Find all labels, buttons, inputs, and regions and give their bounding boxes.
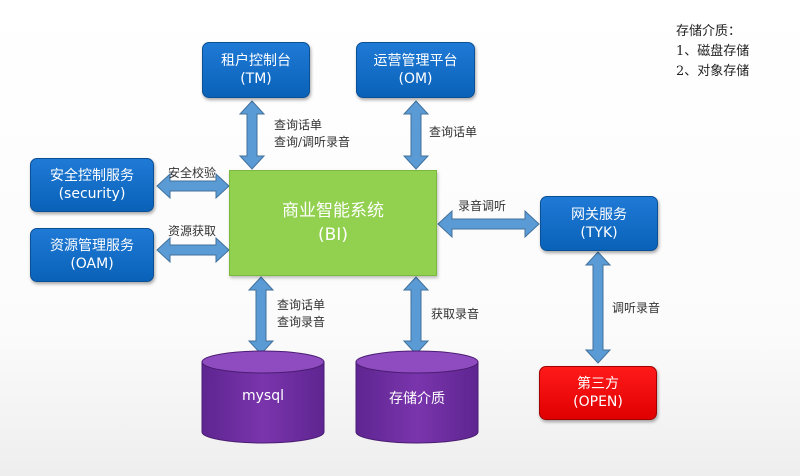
tyk-node-title: 网关服务 [571,206,627,223]
note-item: 1、磁盘存储 [676,44,750,59]
edge-label-tyk-bi: 录音调听 [458,198,506,215]
bi-node-title: 商业智能系统 [282,201,384,221]
tyk-node-sub: (TYK) [580,224,618,241]
open-node-title: 第三方 [577,376,619,392]
arrow-om-bi [402,100,430,170]
open-node-sub: (OPEN) [573,394,623,410]
mysql-database-cylinder [201,350,325,444]
edge-label-oam-bi: 资源获取 [168,223,216,240]
edge-label-tm-bi: 查询话单 查询/调听录音 [274,117,350,151]
arrow-oam-bi [156,236,230,264]
edge-label-line: 查询话单 [429,125,478,139]
edge-label-line: 获取录音 [431,307,480,321]
arrow-bi-mysql [247,276,275,355]
bi-node: 商业智能系统 (BI) [229,170,437,276]
edge-label-om-bi: 查询话单 [429,124,477,141]
tm-node-title: 租户控制台 [221,53,291,69]
arrow-bi-tyk [437,209,540,239]
tyk-node: 网关服务 (TYK) [540,196,658,251]
om-node: 运营管理平台 (OM) [356,42,475,98]
arrow-bi-storage [402,276,430,355]
om-node-title: 运营管理平台 [373,53,458,69]
edge-label-line: 安全校验 [168,166,217,180]
edge-label-line: 录音调听 [458,199,507,213]
edge-label-tyk-open: 调听录音 [612,300,660,317]
oam-node-sub: (OAM) [70,256,114,272]
oam-node: 资源管理服务 (OAM) [30,228,154,282]
edge-label-bi-mysql: 查询话单 查询录音 [277,297,325,331]
security-node-title: 安全控制服务 [50,168,134,184]
arrow-tyk-open [584,251,612,364]
edge-label-line: 查询话单 [274,118,323,132]
tm-node: 租户控制台 (TM) [202,42,310,98]
storage-media-cylinder [355,350,479,444]
storage-node-title: 存储介质 [389,391,445,407]
security-node: 安全控制服务 (security) [30,158,154,212]
om-node-sub: (OM) [398,71,433,87]
edge-label-line: 资源获取 [168,224,217,238]
tm-node-sub: (TM) [240,71,272,87]
mysql-node-title: mysql [242,388,284,404]
edge-label-line: 查询录音 [277,315,326,329]
edge-label-security-bi: 安全校验 [168,165,216,182]
edge-label-bi-storage: 获取录音 [431,306,479,323]
bi-node-sub: (BI) [318,225,348,245]
note-title: 存储介质： [676,24,742,39]
edge-label-line: 调听录音 [612,301,661,315]
edge-label-line: 查询/调听录音 [274,135,351,149]
security-node-sub: (security) [58,186,126,202]
edge-label-line: 查询话单 [277,298,326,312]
storage-media-note: 存储介质： 1、磁盘存储 2、对象存储 [676,22,749,82]
open-node: 第三方 (OPEN) [539,366,657,420]
arrow-tm-bi [238,100,266,170]
note-item: 2、对象存储 [676,64,750,79]
oam-node-title: 资源管理服务 [50,238,134,254]
